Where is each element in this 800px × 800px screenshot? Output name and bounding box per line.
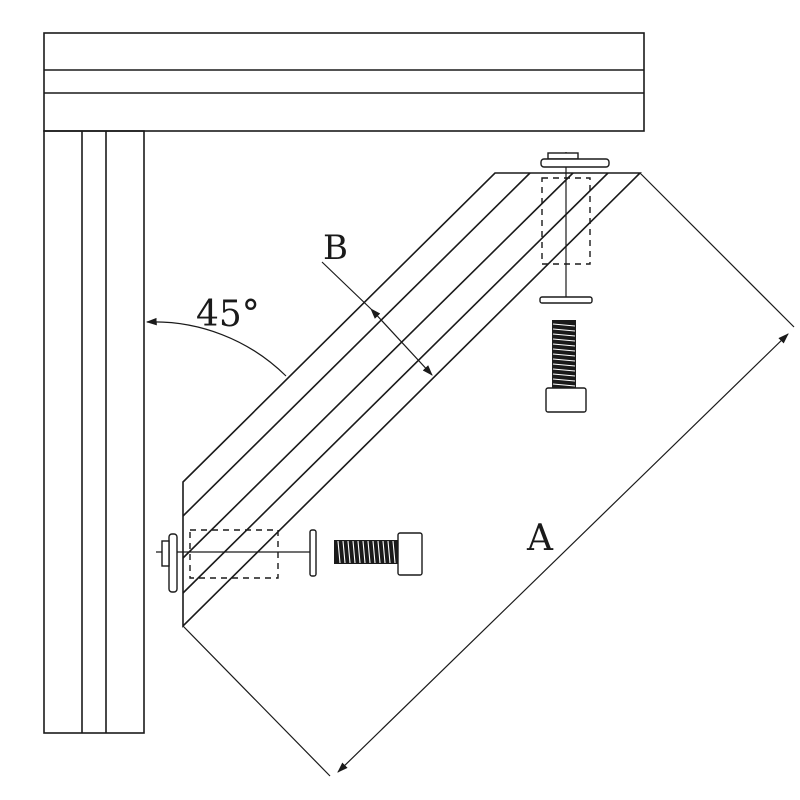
hidden-bore-left bbox=[189, 529, 279, 579]
left-bolt-icon bbox=[334, 532, 423, 576]
dimension-b-line bbox=[370, 308, 433, 376]
top-nut-icon bbox=[540, 152, 610, 168]
dimension-a: A bbox=[182, 172, 795, 777]
angle-arc bbox=[145, 317, 287, 377]
thread-mark bbox=[552, 328, 576, 332]
angle-annotation: 45° bbox=[145, 294, 287, 377]
vertical-extrusion bbox=[43, 130, 145, 734]
dimension-a-line bbox=[337, 333, 789, 773]
dimension-b-label: B bbox=[323, 228, 348, 268]
top-fastener-assembly bbox=[539, 152, 610, 413]
dimension-a-ext-top bbox=[639, 172, 795, 328]
angle-label: 45° bbox=[196, 294, 260, 335]
top-washer-icon bbox=[539, 296, 593, 304]
top-bolt-icon bbox=[545, 320, 587, 413]
dimension-a-label: A bbox=[526, 518, 554, 559]
dimension-b-leader bbox=[321, 261, 372, 310]
horizontal-extrusion bbox=[43, 32, 645, 132]
thread-mark bbox=[552, 323, 576, 327]
left-washer-icon bbox=[309, 529, 317, 577]
left-nut-icon bbox=[161, 533, 178, 593]
dimension-a-ext-bottom bbox=[182, 625, 331, 777]
dimension-b: B bbox=[321, 228, 433, 376]
left-fastener-assembly bbox=[156, 529, 423, 593]
